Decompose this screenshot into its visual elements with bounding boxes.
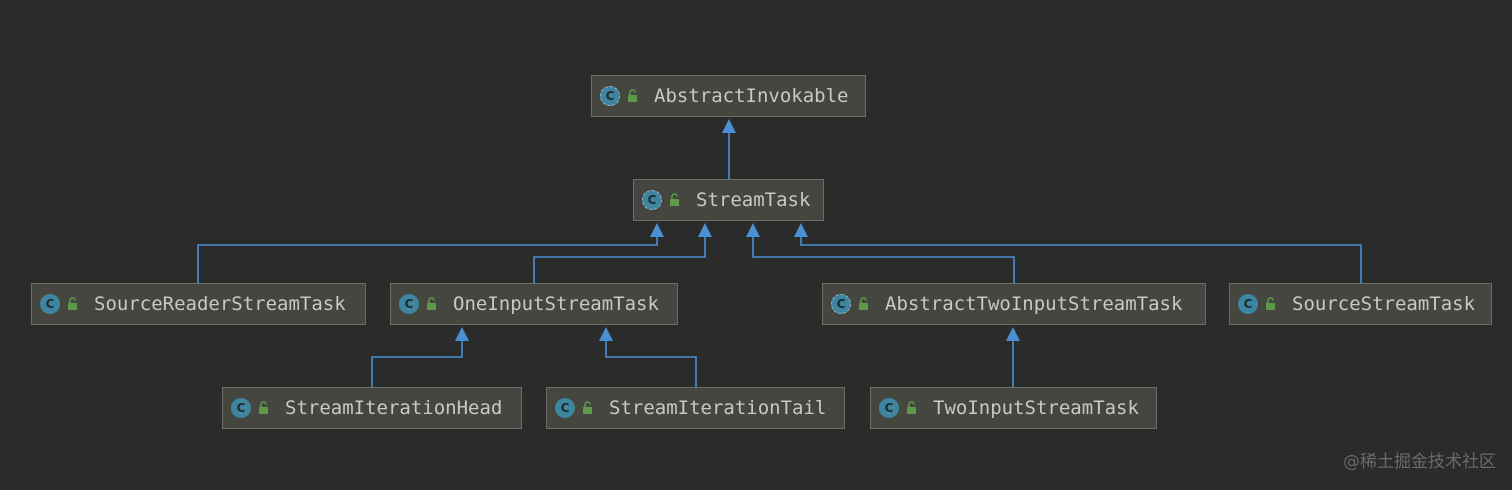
unlocked-padlock-icon — [1266, 297, 1275, 310]
node-label: OneInputStreamTask — [453, 293, 659, 315]
class-icon: C — [399, 294, 419, 314]
watermark: @稀土掘金技术社区 — [1343, 452, 1496, 472]
class-icon: C — [40, 294, 60, 314]
arrowhead — [599, 327, 613, 341]
unlocked-padlock-icon — [907, 401, 916, 414]
class-icon: C — [555, 398, 575, 418]
unlocked-padlock-icon — [859, 297, 868, 310]
arrowhead — [650, 223, 664, 237]
node-stream-iteration-tail[interactable]: C StreamIterationTail — [546, 387, 845, 429]
node-abstract-two-input-stream-task[interactable]: C AbstractTwoInputStreamTask — [822, 283, 1206, 325]
unlocked-padlock-icon — [427, 297, 436, 310]
edge-source-reader-stream-task-to-stream-task — [197, 236, 658, 283]
class-icon: C — [231, 398, 251, 418]
node-label: StreamTask — [696, 189, 811, 211]
node-label: AbstractTwoInputStreamTask — [885, 293, 1183, 315]
unlocked-padlock-icon — [68, 297, 77, 310]
abstract-class-icon: C — [642, 190, 662, 210]
node-source-stream-task[interactable]: C SourceStreamTask — [1229, 283, 1492, 325]
unlocked-padlock-icon — [583, 401, 592, 414]
node-one-input-stream-task[interactable]: C OneInputStreamTask — [390, 283, 678, 325]
class-icon: C — [1238, 294, 1258, 314]
edge-abstract-two-input-stream-task-to-stream-task — [752, 236, 1015, 283]
abstract-class-icon: C — [831, 294, 851, 314]
node-stream-iteration-head[interactable]: C StreamIterationHead — [222, 387, 522, 429]
arrowhead — [746, 223, 760, 237]
unlocked-padlock-icon — [670, 193, 679, 206]
arrowhead — [455, 327, 469, 341]
abstract-class-icon: C — [600, 86, 620, 106]
node-label: StreamIterationTail — [609, 397, 827, 419]
node-label: SourceReaderStreamTask — [94, 293, 346, 315]
arrowhead — [698, 223, 712, 237]
node-abstract-invokable[interactable]: C AbstractInvokable — [591, 75, 866, 117]
node-label: StreamIterationHead — [285, 397, 503, 419]
node-two-input-stream-task[interactable]: C TwoInputStreamTask — [870, 387, 1157, 429]
edge-stream-iteration-tail-to-one-input-stream-task — [605, 340, 697, 387]
edge-source-stream-task-to-stream-task — [800, 236, 1362, 283]
edge-one-input-stream-task-to-stream-task — [533, 236, 706, 283]
arrowhead — [794, 223, 808, 237]
node-label: SourceStreamTask — [1292, 293, 1476, 315]
node-stream-task[interactable]: C StreamTask — [633, 179, 824, 221]
node-label: TwoInputStreamTask — [933, 397, 1139, 419]
edge-stream-iteration-head-to-one-input-stream-task — [371, 340, 463, 387]
node-label: AbstractInvokable — [654, 85, 849, 107]
class-icon: C — [879, 398, 899, 418]
unlocked-padlock-icon — [628, 89, 637, 102]
node-source-reader-stream-task[interactable]: C SourceReaderStreamTask — [31, 283, 366, 325]
arrowhead — [722, 119, 736, 133]
arrowhead — [1006, 327, 1020, 341]
unlocked-padlock-icon — [259, 401, 268, 414]
